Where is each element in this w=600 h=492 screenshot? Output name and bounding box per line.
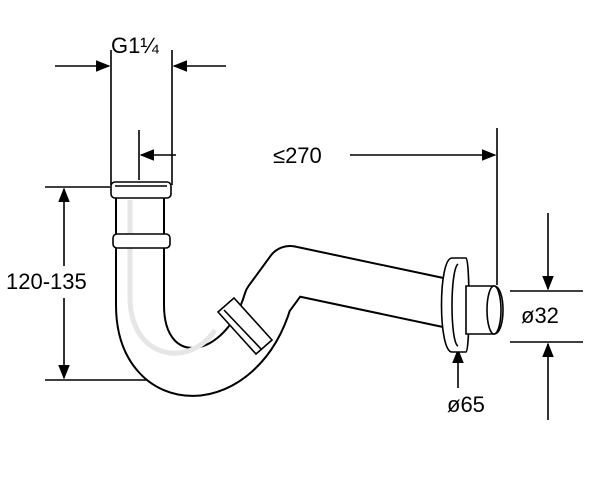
thread-dimension (55, 50, 226, 185)
height-label: 120-135 (6, 269, 87, 294)
union-collar (216, 296, 274, 356)
siphon-body (115, 190, 461, 397)
outlet-diameter-label: ø32 (521, 303, 559, 328)
outlet-dimension (510, 213, 583, 420)
thread-label: G1¼ (111, 33, 159, 58)
sealing-ring (112, 233, 171, 249)
projection-label: ≤270 (273, 143, 322, 168)
outlet-pipe (465, 285, 504, 335)
rosette-diameter-label: ø65 (447, 392, 485, 417)
thread-nut (110, 181, 172, 199)
wall-rosette (440, 257, 470, 353)
projection-dimension (138, 128, 498, 285)
